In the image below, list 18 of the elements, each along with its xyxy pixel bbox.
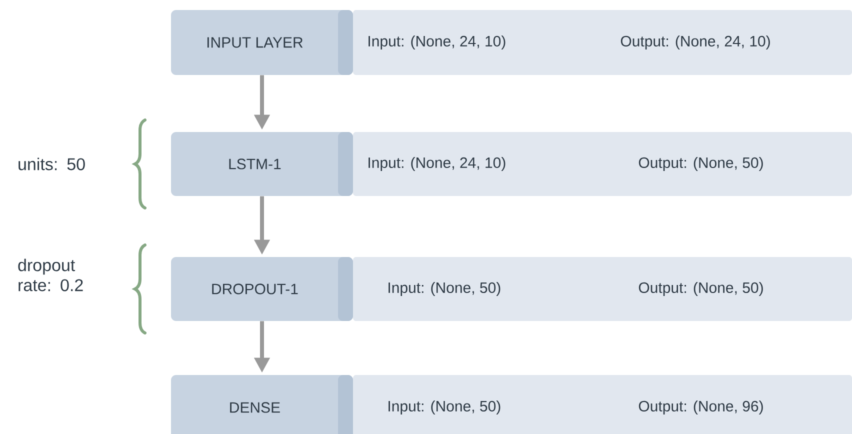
shape-label: Output: (None, 50) [638, 157, 763, 171]
shape-label: Input: (None, 24, 10) [368, 157, 506, 171]
layer-box: DROPOUT-1 [171, 257, 353, 321]
shape-band [353, 10, 852, 75]
shape-label: Output: (None, 50) [638, 282, 763, 296]
shape-label: Output: (None, 24, 10) [620, 36, 770, 50]
side-note: dropout rate: 0.2 [18, 258, 83, 292]
side-note: units: 50 [18, 158, 85, 170]
shape-label: Input: (None, 50) [388, 282, 500, 296]
shape-band [353, 257, 852, 321]
shape-band [353, 132, 852, 196]
shape-label: Input: (None, 50) [388, 400, 500, 414]
shape-band [353, 375, 852, 434]
layer-box: INPUT LAYER [171, 10, 353, 75]
layer-box: DENSE [171, 375, 353, 434]
shape-label: Output: (None, 96) [638, 400, 763, 414]
shape-label: Input: (None, 24, 10) [368, 36, 506, 50]
layer-box: LSTM-1 [171, 132, 353, 196]
